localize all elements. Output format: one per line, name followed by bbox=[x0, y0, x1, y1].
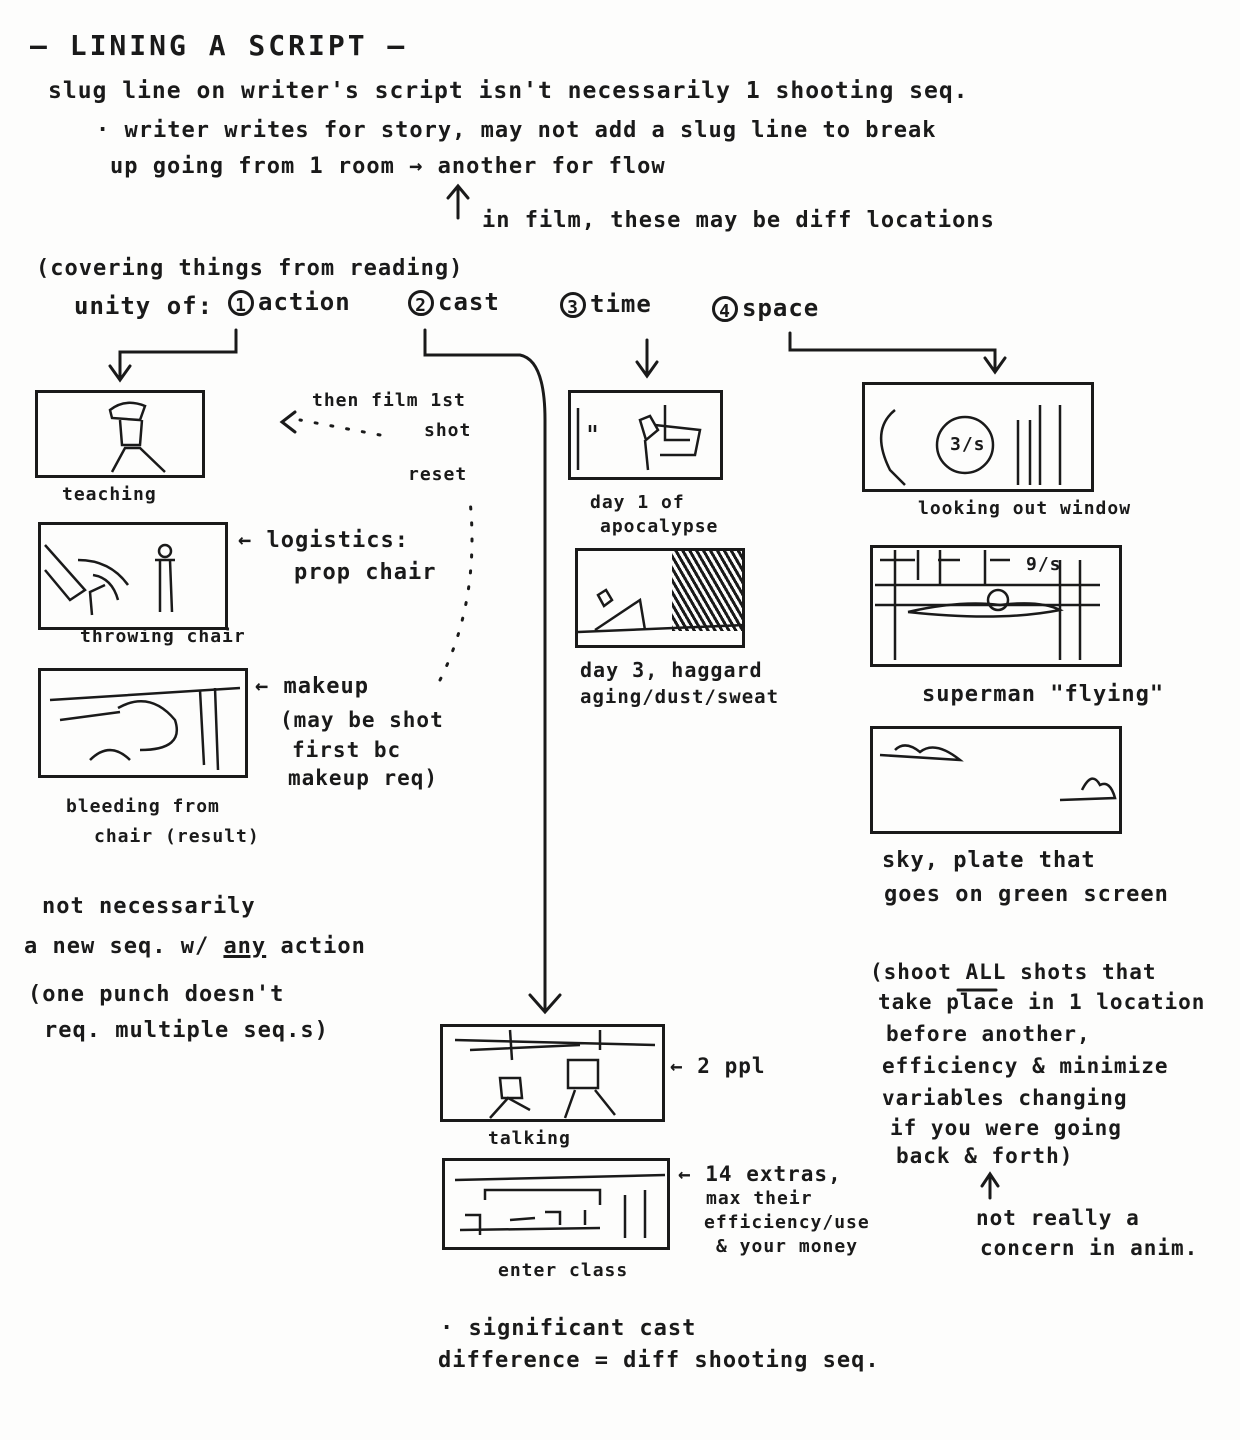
space-note: take place in 1 location bbox=[878, 990, 1206, 1014]
unity-item-label: time bbox=[590, 290, 652, 318]
number-circle: 4 bbox=[712, 296, 738, 322]
storyboard-frame-throwing-chair bbox=[38, 522, 228, 630]
space-note: if you were going bbox=[890, 1116, 1122, 1140]
frame-label: aging/dust/sweat bbox=[580, 686, 780, 708]
storyboard-frame-talking bbox=[440, 1024, 665, 1122]
note-reset: reset bbox=[408, 464, 468, 485]
note-logistics: ← logistics: bbox=[238, 528, 409, 553]
frame-label: talking bbox=[488, 1128, 571, 1149]
frame-label: superman "flying" bbox=[922, 682, 1165, 707]
shaded-area bbox=[672, 551, 742, 631]
frame-inner-text: 3/s bbox=[950, 434, 986, 455]
number-circle: 1 bbox=[228, 290, 254, 316]
frame-label: enter class bbox=[498, 1260, 629, 1281]
frame-label: chair (result) bbox=[94, 826, 260, 847]
intro-line: slug line on writer's script isn't neces… bbox=[48, 78, 969, 104]
storyboard-frame-day-1 bbox=[568, 390, 723, 480]
note-emphasis: ALL bbox=[965, 960, 1007, 984]
action-footer-4: req. multiple seq.s) bbox=[44, 1018, 329, 1043]
note-extras: efficiency/use bbox=[704, 1212, 870, 1233]
footer-emphasis: any bbox=[223, 934, 267, 959]
storyboard-frame-day-3 bbox=[575, 548, 745, 648]
frame-label: apocalypse bbox=[600, 516, 719, 537]
not-really-note: not really a bbox=[976, 1206, 1140, 1230]
note-makeup: ← makeup bbox=[255, 674, 369, 699]
number-circle: 3 bbox=[560, 292, 586, 318]
number-circle: 2 bbox=[408, 290, 434, 316]
note-shot: shot bbox=[424, 420, 472, 441]
frame-label: sky, plate that bbox=[882, 848, 1096, 873]
frame-label: day 1 of bbox=[590, 492, 685, 513]
unity-item-label: cast bbox=[438, 288, 500, 316]
space-note: back & forth) bbox=[896, 1144, 1074, 1168]
storyboard-frame-sky bbox=[870, 726, 1122, 834]
note-may-be-shot: (may be shot bbox=[280, 708, 444, 732]
cast-footer-2: difference = diff shooting seq. bbox=[438, 1348, 880, 1373]
space-note: variables changing bbox=[882, 1086, 1128, 1110]
action-footer-2: a new seq. w/ any action bbox=[24, 936, 366, 958]
space-note: efficiency & minimize bbox=[882, 1054, 1169, 1078]
cast-footer-1: · significant cast bbox=[440, 1316, 697, 1341]
space-note: before another, bbox=[886, 1022, 1091, 1046]
note-makeup-req: makeup req) bbox=[288, 766, 439, 790]
covering-note: (covering things from reading) bbox=[36, 256, 464, 281]
note-2-ppl: ← 2 ppl bbox=[670, 1054, 766, 1078]
action-footer-1: not necessarily bbox=[42, 894, 256, 919]
action-footer-3: (one punch doesn't bbox=[28, 982, 285, 1007]
footer-text: a new seq. w/ bbox=[24, 934, 210, 959]
frame-label: goes on green screen bbox=[884, 882, 1169, 907]
note-extras: max their bbox=[706, 1188, 813, 1209]
unity-label: unity of: bbox=[74, 292, 214, 320]
note-prop-chair: prop chair bbox=[294, 560, 437, 585]
page-title: — LINING A SCRIPT — bbox=[30, 29, 408, 62]
footer-text: action bbox=[280, 934, 366, 959]
unity-item-label: action bbox=[258, 288, 351, 316]
not-really-note: concern in anim. bbox=[980, 1236, 1199, 1260]
intro-bullet-2: up going from 1 room → another for flow bbox=[110, 154, 666, 179]
note-extras: ← 14 extras, bbox=[678, 1162, 842, 1186]
frame-label: day 3, haggard bbox=[580, 658, 763, 682]
frame-label: bleeding from bbox=[66, 796, 220, 817]
unity-item-label: space bbox=[742, 294, 820, 322]
storyboard-frame-window bbox=[862, 382, 1094, 492]
note-then-film: then film 1st bbox=[312, 390, 466, 411]
storyboard-frame-superman bbox=[870, 545, 1122, 667]
storyboard-frame-teaching bbox=[35, 390, 205, 478]
frame-label: teaching bbox=[62, 484, 157, 505]
note-first: first bc bbox=[292, 738, 402, 762]
frame-label: throwing chair bbox=[80, 626, 246, 647]
note-extras: & your money bbox=[716, 1236, 859, 1257]
space-note: (shoot ALL shots that bbox=[870, 962, 1157, 983]
note-text: shots that bbox=[1020, 960, 1157, 984]
frame-inner-text: 9/s bbox=[1026, 554, 1062, 575]
storyboard-frame-enter-class bbox=[442, 1158, 670, 1250]
frame-label: looking out window bbox=[918, 498, 1132, 519]
note-text: (shoot bbox=[870, 960, 952, 984]
storyboard-frame-bleeding bbox=[38, 668, 248, 778]
intro-bullet-1: · writer writes for story, may not add a… bbox=[96, 118, 937, 143]
intro-arrow-note: in film, these may be diff locations bbox=[482, 208, 995, 233]
